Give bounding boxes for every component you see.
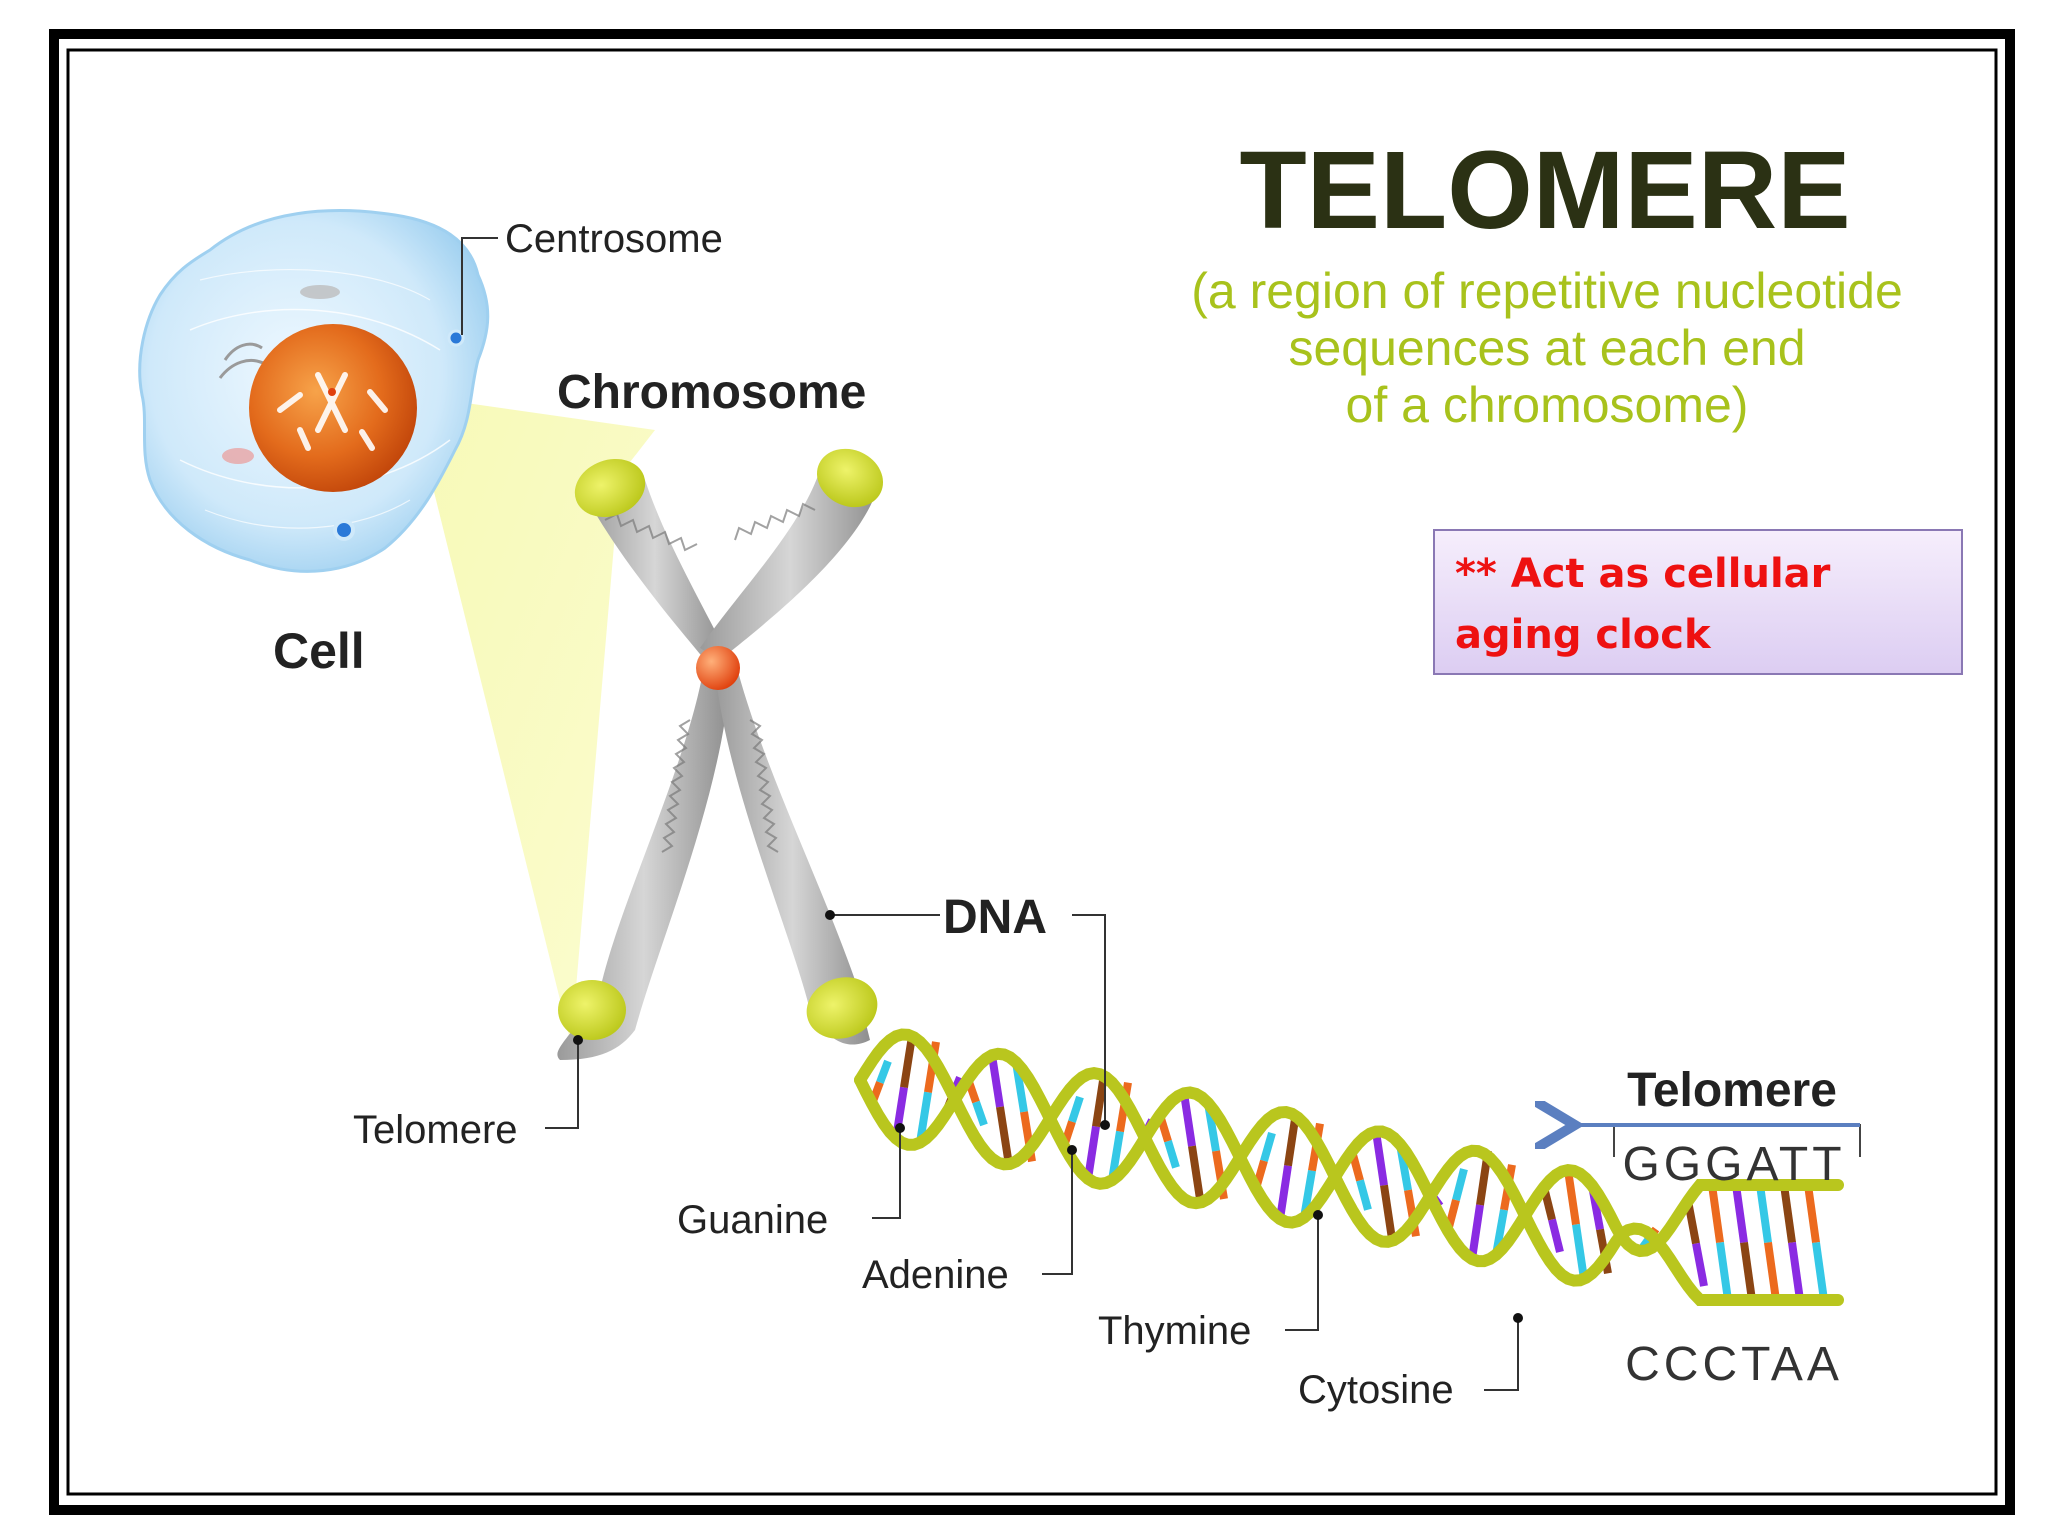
chromosome-illustration <box>557 448 884 1060</box>
base-pair-half <box>1812 1241 1828 1301</box>
base-pair-half <box>1548 1218 1564 1253</box>
base-pair-half <box>1732 1184 1748 1244</box>
base-pair-half <box>972 1100 988 1127</box>
cell-illustration <box>138 209 490 573</box>
telomere-cap-bottom-left <box>558 980 626 1040</box>
telomere-cap-top-right <box>816 448 884 508</box>
subtitle-line-3: of a chromosome) <box>1346 377 1749 433</box>
dna-strand-2 <box>854 1028 1844 1306</box>
telomere-label-right: Telomere <box>1627 1064 1837 1117</box>
base-pair-half <box>1084 1125 1100 1180</box>
dna-helix <box>854 1028 1844 1306</box>
base-pair-half <box>1572 1223 1588 1280</box>
zoom-cone <box>410 395 655 1040</box>
title: TELOMERE <box>1239 129 1850 252</box>
outer-border <box>49 29 2015 1515</box>
adenine-label: Adenine <box>862 1253 1009 1297</box>
base-pair-half <box>1180 1092 1196 1147</box>
base-pair-half <box>876 1059 892 1084</box>
base-pair-half <box>1188 1145 1204 1200</box>
cell-label: Cell <box>273 623 365 679</box>
base-pair-half <box>1380 1184 1396 1240</box>
base-pair-half <box>996 1106 1012 1160</box>
centrosome-top <box>447 329 465 347</box>
note-line-2: aging clock <box>1455 612 1712 658</box>
sequence-top: GGGATT <box>1622 1138 1845 1191</box>
sequence-bottom: CCCTAA <box>1625 1338 1843 1391</box>
base-pair-half <box>1740 1241 1756 1301</box>
base-pair-half <box>1260 1131 1276 1162</box>
base-pair-half <box>1804 1184 1820 1244</box>
base-pair-half <box>916 1091 932 1144</box>
base-pair-half <box>1708 1184 1724 1244</box>
base-pair-half <box>1068 1095 1084 1123</box>
base-pair-half <box>900 1035 916 1088</box>
base-pair-half <box>1692 1242 1708 1287</box>
telomere-label-left: Telomere <box>353 1108 518 1152</box>
note-box <box>1433 529 1963 675</box>
base-pair-half <box>1564 1169 1580 1226</box>
centrosome-label: Centrosome <box>505 217 723 261</box>
dna-label: DNA <box>943 891 1047 944</box>
thymine-label: Thymine <box>1098 1309 1251 1353</box>
base-pair-half <box>1372 1130 1388 1186</box>
dna-strand-1 <box>854 1047 1844 1268</box>
base-pair-half <box>1276 1165 1292 1220</box>
centrosome-bottom <box>333 519 355 541</box>
leader-lines <box>461 237 1519 1391</box>
base-pair-half <box>1764 1241 1780 1301</box>
chromosome-label: Chromosome <box>557 366 866 419</box>
chromosome-arm-upper-right <box>700 461 880 660</box>
base-pair-half <box>1716 1241 1732 1301</box>
chromosome-arm-lower-right <box>715 660 870 1045</box>
base-pair-half <box>1452 1168 1468 1202</box>
guanine-label: Guanine <box>677 1198 828 1242</box>
base-pair-half <box>1468 1204 1484 1260</box>
base-pair-half <box>1092 1073 1108 1128</box>
inner-border <box>66 48 1998 1496</box>
telomere-cap-top-left <box>574 458 646 518</box>
subtitle-line-2: sequences at each end <box>1288 320 1805 376</box>
centromere <box>696 646 740 690</box>
base-pair-half <box>1164 1140 1180 1169</box>
chromosome-arm-lower-left <box>557 660 730 1060</box>
leader-dots <box>573 910 1523 1323</box>
subtitle-line-1: (a region of repetitive nucleotide <box>1191 263 1903 319</box>
base-pair-half <box>988 1054 1004 1108</box>
cytosine-label: Cytosine <box>1298 1368 1454 1412</box>
base-pair-half <box>1756 1184 1772 1244</box>
base-pair-half <box>1780 1184 1796 1244</box>
telomere-cap-bottom-right <box>806 977 878 1039</box>
base-pair-half <box>1788 1241 1804 1301</box>
base-pair-half <box>1356 1179 1372 1211</box>
note-line-1: ** Act as cellular <box>1455 551 1831 597</box>
